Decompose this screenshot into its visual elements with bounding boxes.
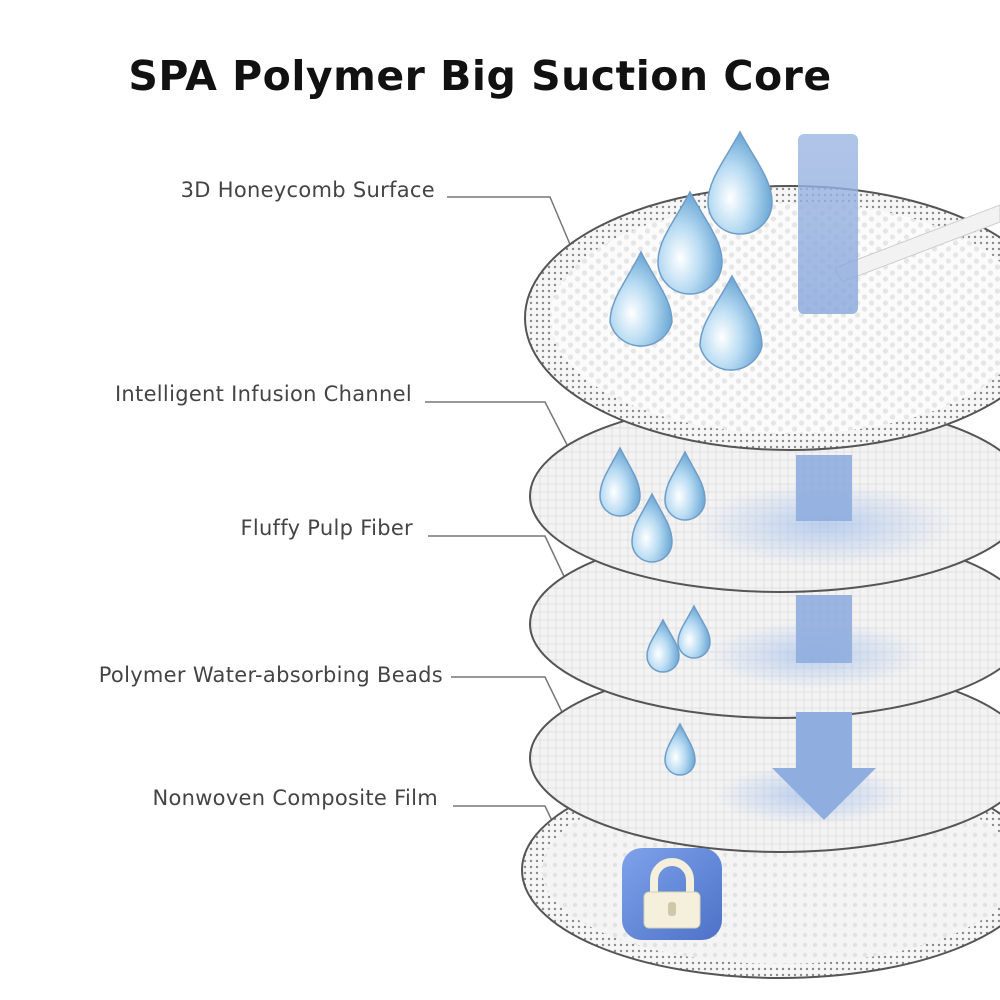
water-drops <box>599 130 773 776</box>
layer-label-infusion-channel: Intelligent Infusion Channel <box>114 382 412 406</box>
layer-label-composite-film: Nonwoven Composite Film <box>152 786 438 810</box>
water-drop-icon <box>599 446 641 517</box>
water-drop-icon <box>699 274 763 371</box>
padlock-icon <box>622 848 722 940</box>
layer-label-absorbing-beads: Polymer Water-absorbing Beads <box>98 663 443 687</box>
water-drop-icon <box>707 130 773 235</box>
page-title: SPA Polymer Big Suction Core <box>128 52 832 100</box>
water-drop-icon <box>609 250 673 347</box>
water-drop-icon <box>664 450 706 521</box>
water-drop-icon <box>657 190 723 295</box>
water-drop-icon <box>664 722 696 776</box>
water-drop-icon <box>646 618 680 673</box>
water-drop-icon <box>631 492 673 563</box>
layer-label-pulp-fiber: Fluffy Pulp Fiber <box>240 516 413 540</box>
layer-label-honeycomb-surface: 3D Honeycomb Surface <box>180 178 435 202</box>
water-drop-icon <box>677 604 711 659</box>
down-arrow-icon <box>772 134 876 820</box>
